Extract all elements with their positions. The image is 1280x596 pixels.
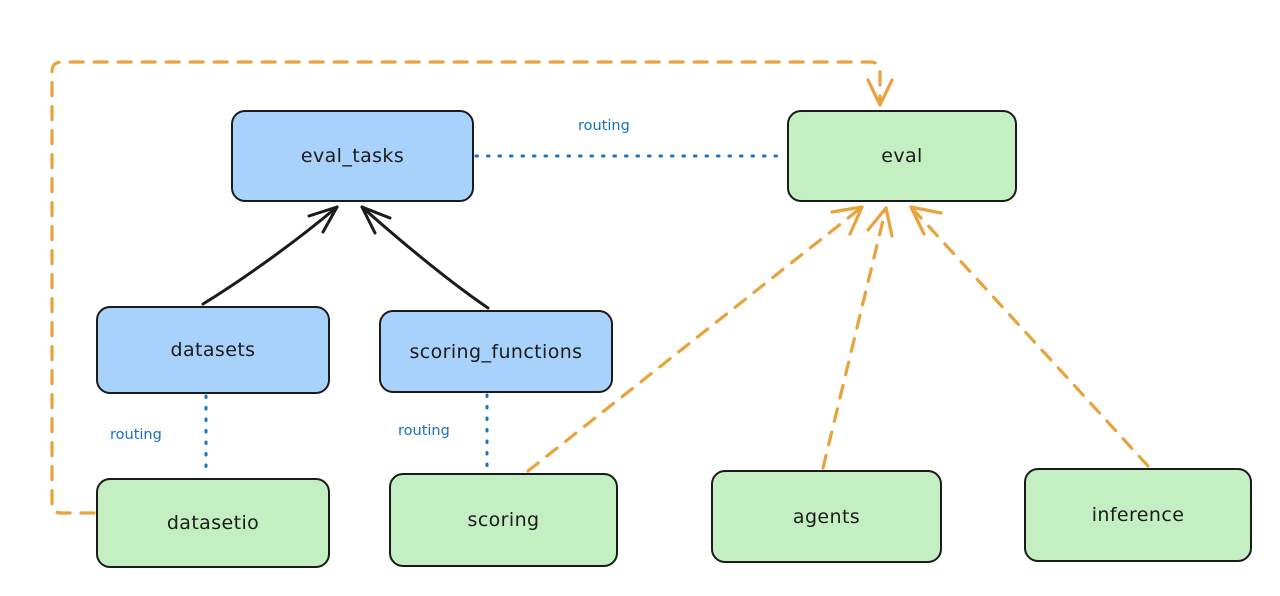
node-scoring-functions[interactable]: scoring_functions [379, 310, 613, 393]
node-label: eval [881, 145, 923, 167]
node-label: inference [1091, 504, 1185, 526]
edge-label-routing-datasetio: routing [110, 427, 162, 443]
node-eval-tasks[interactable]: eval_tasks [231, 110, 474, 202]
node-label: agents [792, 505, 861, 528]
node-label: eval_tasks [300, 145, 405, 167]
node-datasetio[interactable]: datasetio [96, 478, 330, 568]
node-label: datasetio [166, 512, 260, 534]
edge-datasets-to-eval-tasks [201, 205, 339, 306]
node-datasets[interactable]: datasets [96, 306, 330, 394]
node-label: datasets [170, 339, 256, 361]
edge-label-routing-eval: routing [578, 118, 630, 134]
edge-inference-to-eval [909, 205, 1150, 468]
node-scoring[interactable]: scoring [389, 473, 618, 567]
node-eval[interactable]: eval [787, 110, 1017, 202]
node-agents[interactable]: agents [711, 470, 942, 563]
node-label: scoring_functions [409, 340, 583, 363]
node-inference[interactable]: inference [1024, 468, 1252, 562]
node-label: scoring [467, 509, 540, 531]
edge-label-routing-scoring: routing [398, 423, 450, 439]
edge-agents-to-eval [821, 206, 894, 470]
edge-scoring-functions-to-eval-tasks [360, 205, 490, 310]
